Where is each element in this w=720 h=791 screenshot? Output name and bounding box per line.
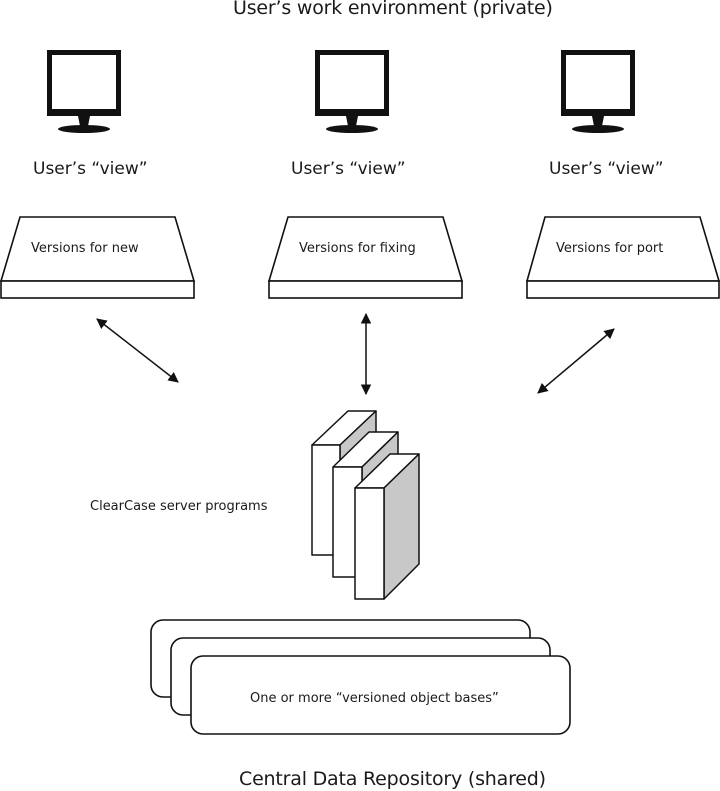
user-view-label: User’s “view”	[291, 159, 406, 179]
monitor-icon	[47, 50, 121, 133]
versions-label-port: Versions for port	[556, 241, 664, 256]
vob-label: One or more “versioned object bases”	[250, 691, 499, 706]
arrow-port-to-server	[537, 328, 615, 394]
vob-card	[190, 655, 571, 735]
versions-label-new: Versions for new	[31, 241, 139, 256]
monitor-icon	[315, 50, 389, 133]
versions-tray-new	[0, 216, 196, 299]
server-stack-icon	[311, 410, 420, 600]
arrow-new-to-server	[96, 318, 179, 383]
repository-stack	[150, 619, 571, 735]
server-unit	[354, 453, 420, 600]
user-view-label: User’s “view”	[33, 159, 148, 179]
versions-tray-port	[525, 216, 720, 299]
private-environment-title: User’s work environment (private)	[233, 0, 553, 19]
monitor-icon	[561, 50, 635, 133]
server-label: ClearCase server programs	[90, 499, 268, 514]
versions-tray-fixing	[267, 216, 464, 299]
user-view-label: User’s “view”	[549, 159, 664, 179]
shared-repository-title: Central Data Repository (shared)	[239, 768, 546, 790]
versions-label-fixing: Versions for fixing	[299, 241, 416, 256]
